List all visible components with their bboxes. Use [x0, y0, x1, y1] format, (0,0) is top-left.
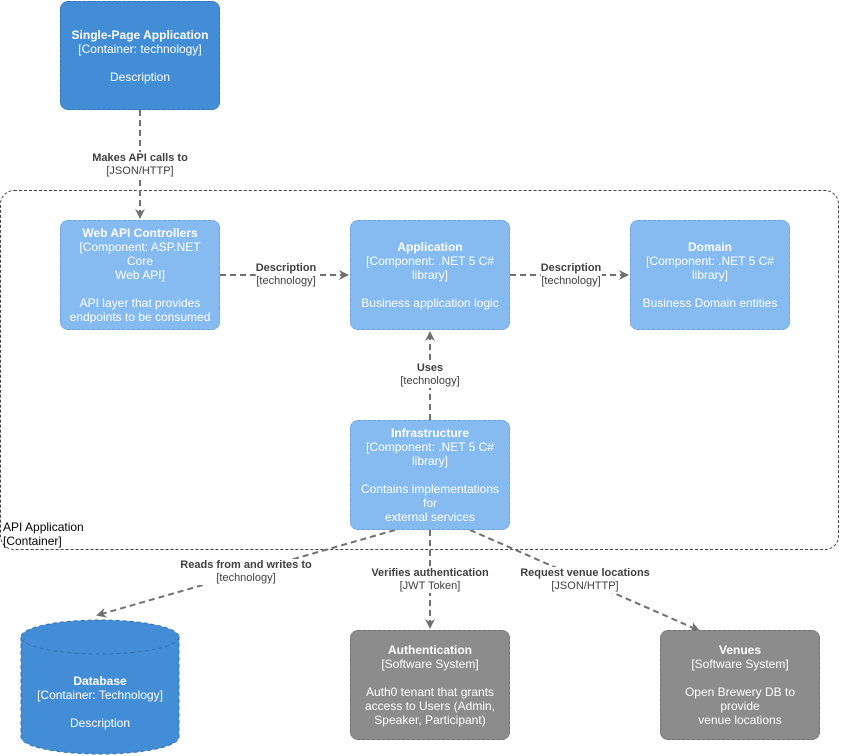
edge-label-title: Request venue locations	[520, 567, 650, 579]
domain-description: Business Domain entities	[642, 296, 778, 310]
edge-label-infra-auth: Verifies authentication [JWT Token]	[371, 567, 489, 593]
application-node[interactable]: Application [Component: .NET 5 C# librar…	[350, 220, 510, 330]
edge-label-infra-database: Reads from and writes to [technology]	[180, 559, 312, 585]
spa-tech: [Container: technology]	[78, 41, 202, 56]
boundary-name: API Application	[3, 520, 84, 534]
webapi-desc-line1: API layer that provides	[79, 296, 201, 310]
venues-node[interactable]: Venues [Software System] Open Brewery DB…	[660, 630, 820, 740]
edge-label-spa-webapi: Makes API calls to [JSON/HTTP]	[92, 152, 188, 178]
domain-node[interactable]: Domain [Component: .NET 5 C# library] Bu…	[630, 220, 790, 330]
webapi-title: Web API Controllers	[82, 226, 198, 240]
authentication-desc-line3: Speaker, Participant)	[374, 713, 486, 727]
domain-tech-line1: [Component: .NET 5 C#	[646, 254, 774, 268]
authentication-desc-line2: access to Users (Admin,	[364, 699, 496, 713]
spa-node[interactable]: Single-Page Application [Container: tech…	[60, 1, 220, 110]
venues-desc-line2: venue locations	[698, 713, 782, 727]
venues-desc-line1: Open Brewery DB to provide	[684, 685, 796, 713]
database-node[interactable]: Database [Container: Technology] Descrip…	[21, 674, 179, 730]
edge-label-tech: [technology]	[400, 375, 460, 387]
edge-label-tech: [JSON/HTTP]	[551, 580, 619, 592]
api-application-boundary	[0, 190, 839, 550]
edge-label-infra-application: Uses [technology]	[400, 362, 460, 388]
edge-label-application-domain: Description [technology]	[540, 262, 602, 288]
webapi-controllers-node[interactable]: Web API Controllers [Component: ASP.NET …	[60, 220, 220, 330]
database-description: Description	[69, 716, 131, 730]
edge-label-title: Makes API calls to	[92, 152, 188, 164]
edge-label-tech: [technology]	[541, 275, 601, 287]
edge-label-webapi-application: Description [technology]	[255, 262, 317, 288]
authentication-desc-line1: Auth0 tenant that grants	[365, 685, 495, 699]
application-tech-line2: library]	[411, 268, 448, 282]
webapi-desc-line2: endpoints to be consumed	[69, 310, 211, 324]
edge-label-tech: [technology]	[216, 572, 276, 584]
infrastructure-tech-line2: library]	[411, 454, 448, 468]
domain-tech-line2: library]	[691, 268, 728, 282]
edge-label-title: Verifies authentication	[371, 567, 489, 579]
infrastructure-desc-line1: Contains implementations for	[360, 482, 500, 510]
spa-title: Single-Page Application	[71, 27, 209, 42]
domain-title: Domain	[687, 240, 732, 254]
venues-tech: [Software System]	[691, 657, 789, 671]
edge-label-infra-venues: Request venue locations [JSON/HTTP]	[520, 567, 650, 593]
authentication-title: Authentication	[388, 643, 472, 657]
edge-label-title: Uses	[416, 362, 444, 374]
venues-title: Venues	[718, 643, 762, 657]
database-tech: [Container: Technology]	[37, 688, 163, 702]
database-title: Database	[73, 674, 127, 688]
spa-description: Description	[109, 69, 171, 84]
edge-label-tech: [technology]	[256, 275, 316, 287]
infrastructure-title: Infrastructure	[390, 426, 470, 440]
authentication-node[interactable]: Authentication [Software System] Auth0 t…	[350, 630, 510, 740]
edge-label-tech: [JWT Token]	[399, 580, 461, 592]
edge-label-title: Description	[540, 262, 602, 274]
application-description: Business application logic	[361, 296, 499, 310]
boundary-label: API Application [Container]	[3, 520, 84, 548]
application-title: Application	[397, 240, 463, 254]
webapi-tech-line1: [Component: ASP.NET Core	[79, 240, 201, 268]
edge-label-title: Description	[255, 262, 317, 274]
webapi-tech-line2: Web API]	[115, 268, 165, 282]
boundary-type: [Container]	[3, 534, 62, 548]
edge-label-title: Reads from and writes to	[180, 559, 312, 571]
infrastructure-node[interactable]: Infrastructure [Component: .NET 5 C# lib…	[350, 420, 510, 530]
database-cylinder	[20, 619, 180, 755]
infrastructure-tech-line1: [Component: .NET 5 C#	[366, 440, 494, 454]
authentication-tech: [Software System]	[381, 657, 479, 671]
application-tech-line1: [Component: .NET 5 C#	[366, 254, 494, 268]
edge-label-tech: [JSON/HTTP]	[106, 165, 174, 177]
infrastructure-desc-line2: external services	[384, 510, 476, 524]
